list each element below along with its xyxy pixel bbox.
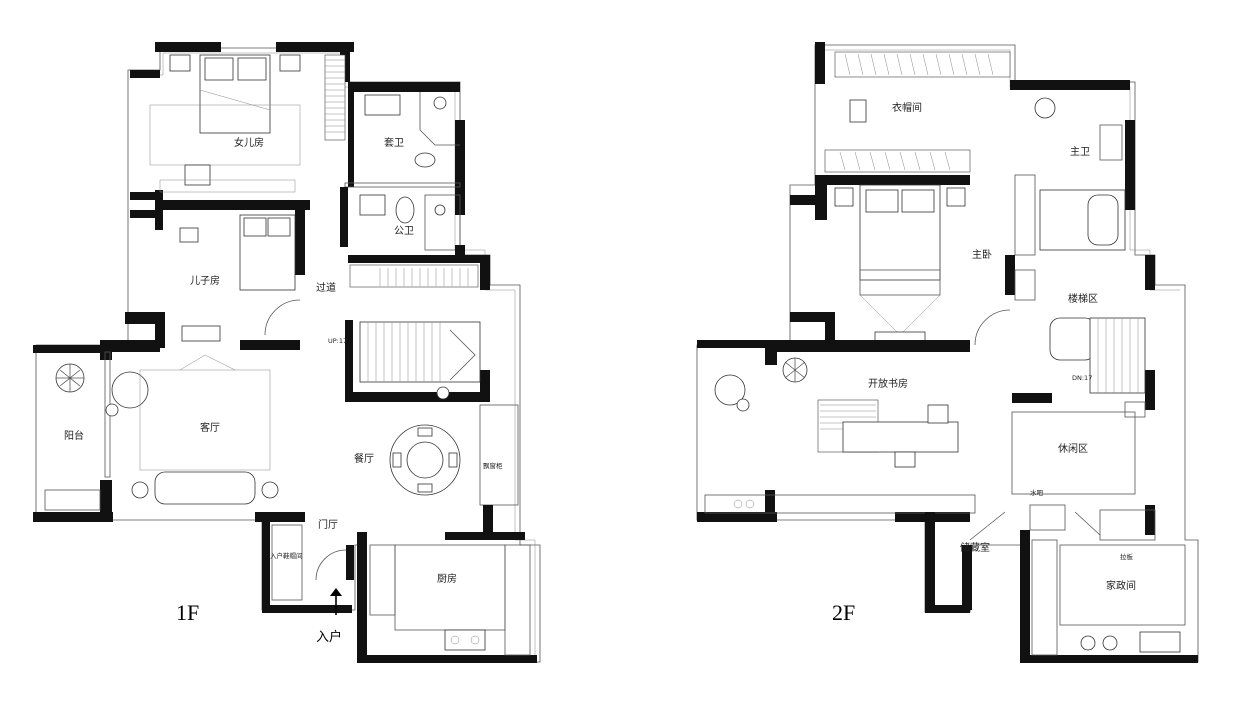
room-label-storage: 储藏室 xyxy=(960,541,990,554)
room-label-cloakroom: 衣帽间 xyxy=(892,101,922,114)
room-label-stair-area: 楼梯区 xyxy=(1068,292,1098,305)
room-label-bay-cabinet: 飘窗柜 xyxy=(483,461,503,470)
room-label-dining: 餐厅 xyxy=(354,452,374,465)
room-label-daughter: 女儿房 xyxy=(234,136,264,149)
second-floor-plan: 衣帽间 主卫 主卧 楼梯区 开放书房 DN:17 休闲区 水吧 储藏室 拉板 家… xyxy=(696,42,1199,663)
room-label-son: 儿子房 xyxy=(190,274,220,287)
stair-label-down: DN:17 xyxy=(1072,374,1092,382)
room-label-foyer: 门厅 xyxy=(318,518,338,531)
room-label-entry-closet: 入户鞋帽间 xyxy=(270,551,303,560)
room-label-sliding-door: 拉板 xyxy=(1120,552,1134,561)
room-label-master-bath: 主卫 xyxy=(1070,146,1090,158)
floor-label-1f: 1F xyxy=(176,600,199,625)
room-label-kitchen: 厨房 xyxy=(437,572,457,585)
room-label-suite-bath: 套卫 xyxy=(384,136,404,149)
room-label-living: 客厅 xyxy=(200,421,220,434)
room-label-leisure: 休闲区 xyxy=(1058,442,1088,455)
room-label-master-bedroom: 主卧 xyxy=(972,248,992,261)
stair-label-up: UP:17 xyxy=(328,337,347,345)
entry-label: 入户 xyxy=(316,629,342,645)
room-label-corridor: 过道 xyxy=(316,281,336,294)
room-label-open-study: 开放书房 xyxy=(868,377,908,390)
first-floor-plan: 女儿房 套卫 公卫 儿子房 过道 UP:17 阳台 客厅 餐厅 飘窗柜 门厅 入… xyxy=(33,42,541,663)
room-label-public-bath: 公卫 xyxy=(394,226,414,237)
floor-label-2f: 2F xyxy=(832,600,855,625)
room-label-housekeeping: 家政间 xyxy=(1106,579,1136,592)
room-label-water-bar: 水吧 xyxy=(1030,488,1044,497)
room-label-balcony: 阳台 xyxy=(64,429,84,442)
